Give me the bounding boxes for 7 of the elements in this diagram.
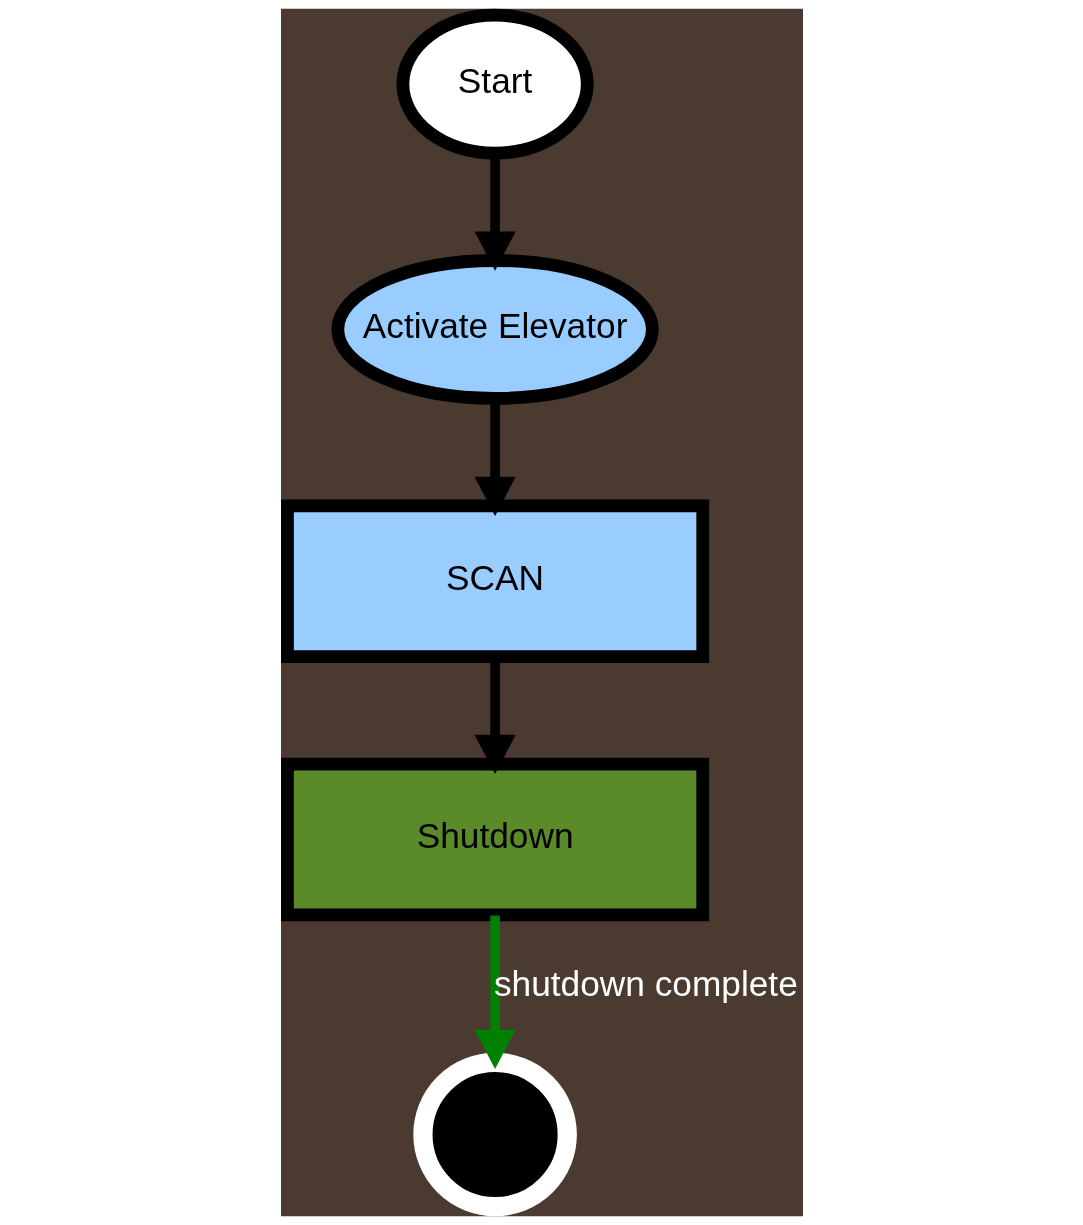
- node-ellipse: Activate Elevator: [330, 254, 659, 405]
- node-ellipse: Start: [395, 8, 594, 160]
- edge-label: shutdown complete: [493, 963, 798, 1003]
- node-box: SCAN: [280, 499, 709, 663]
- node-circle: [412, 1052, 577, 1217]
- arrow: [474, 915, 516, 1069]
- node-box: Shutdown: [280, 757, 709, 922]
